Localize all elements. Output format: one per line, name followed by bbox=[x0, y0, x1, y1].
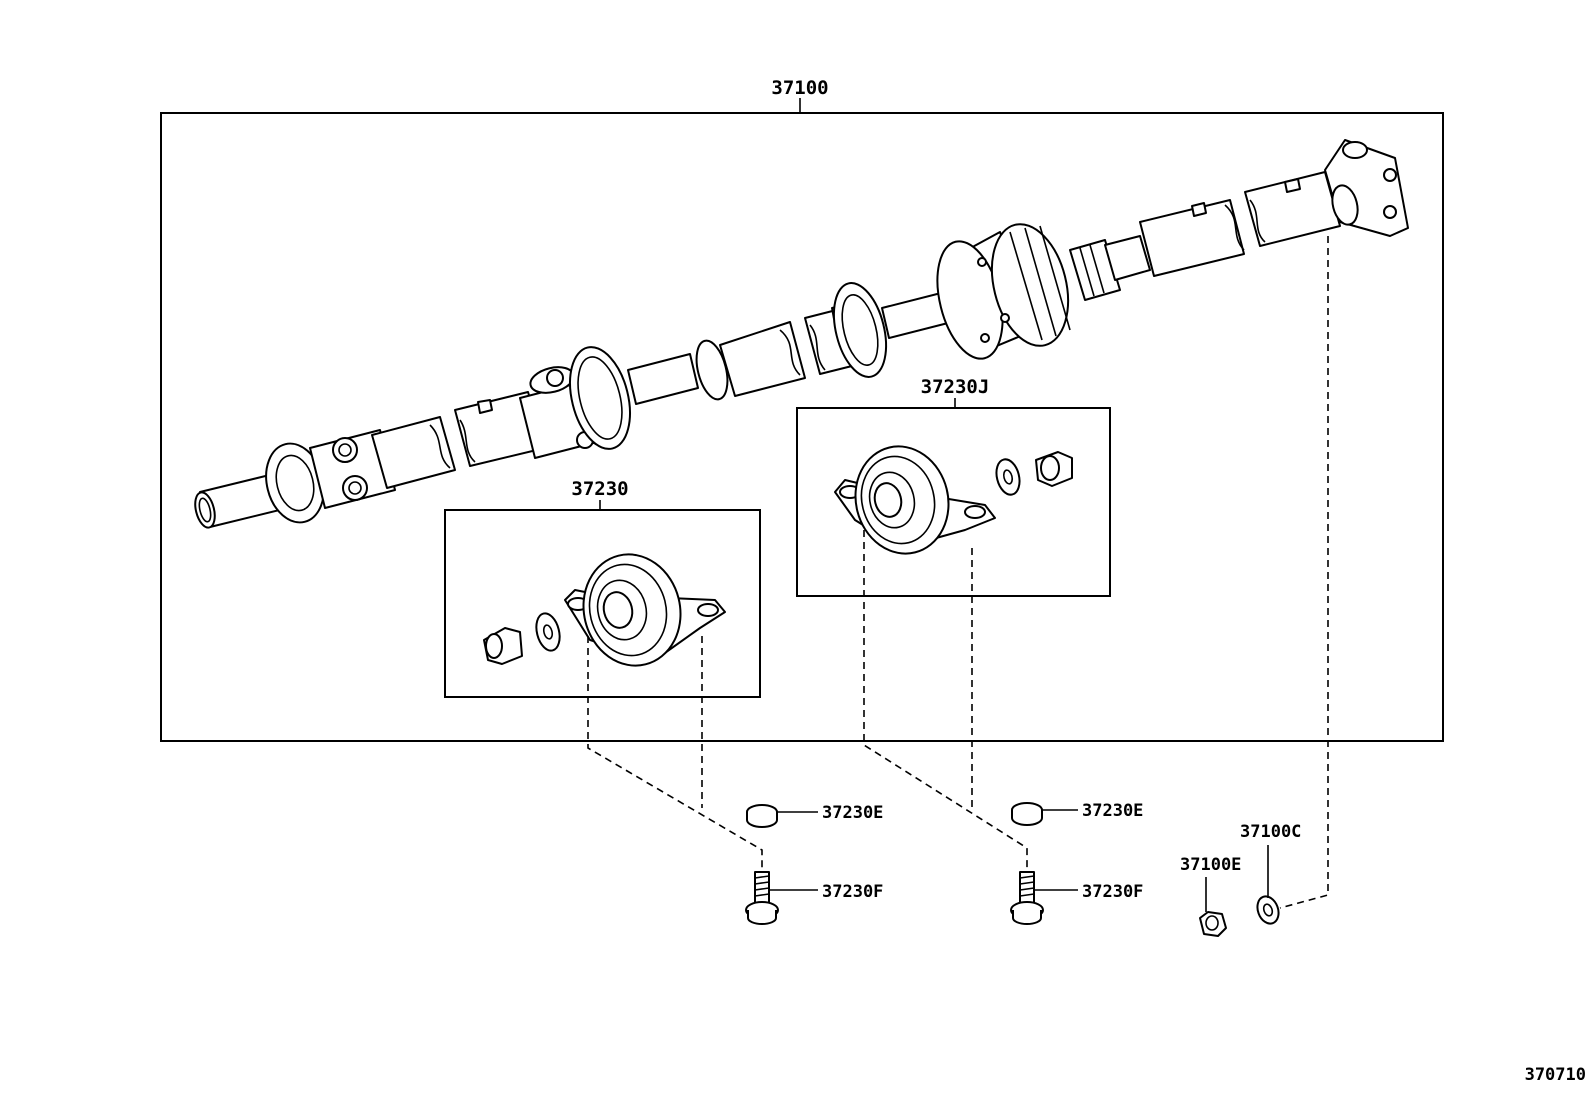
center-bearing-rear bbox=[834, 445, 1073, 555]
label-bearing-rear: 37230J bbox=[921, 376, 990, 398]
bearing-box-front bbox=[444, 500, 761, 698]
nut-end bbox=[1199, 877, 1227, 937]
label-bolt-right: 37230F bbox=[1082, 882, 1143, 902]
bolt-right bbox=[1010, 871, 1078, 925]
center-bearing-front bbox=[483, 553, 726, 667]
label-washer-right: 37230E bbox=[1082, 801, 1143, 821]
label-assembly: 37100 bbox=[771, 77, 828, 99]
assembly-frame bbox=[160, 98, 1444, 742]
label-washer-left: 37230E bbox=[822, 803, 883, 823]
bolt-left bbox=[745, 871, 818, 925]
washer-right bbox=[1011, 802, 1078, 826]
label-bolt-left: 37230F bbox=[822, 882, 883, 902]
assembly-lines bbox=[587, 236, 1329, 909]
propeller-shaft bbox=[194, 139, 1409, 529]
reference-number: 370710 bbox=[1525, 1065, 1586, 1085]
washer-end bbox=[1256, 845, 1280, 925]
bearing-box-rear bbox=[796, 398, 1111, 597]
washer-left bbox=[746, 804, 818, 828]
label-bearing-front: 37230 bbox=[571, 478, 628, 500]
label-washer-end: 37100C bbox=[1240, 822, 1301, 842]
label-nut: 37100E bbox=[1180, 855, 1241, 875]
